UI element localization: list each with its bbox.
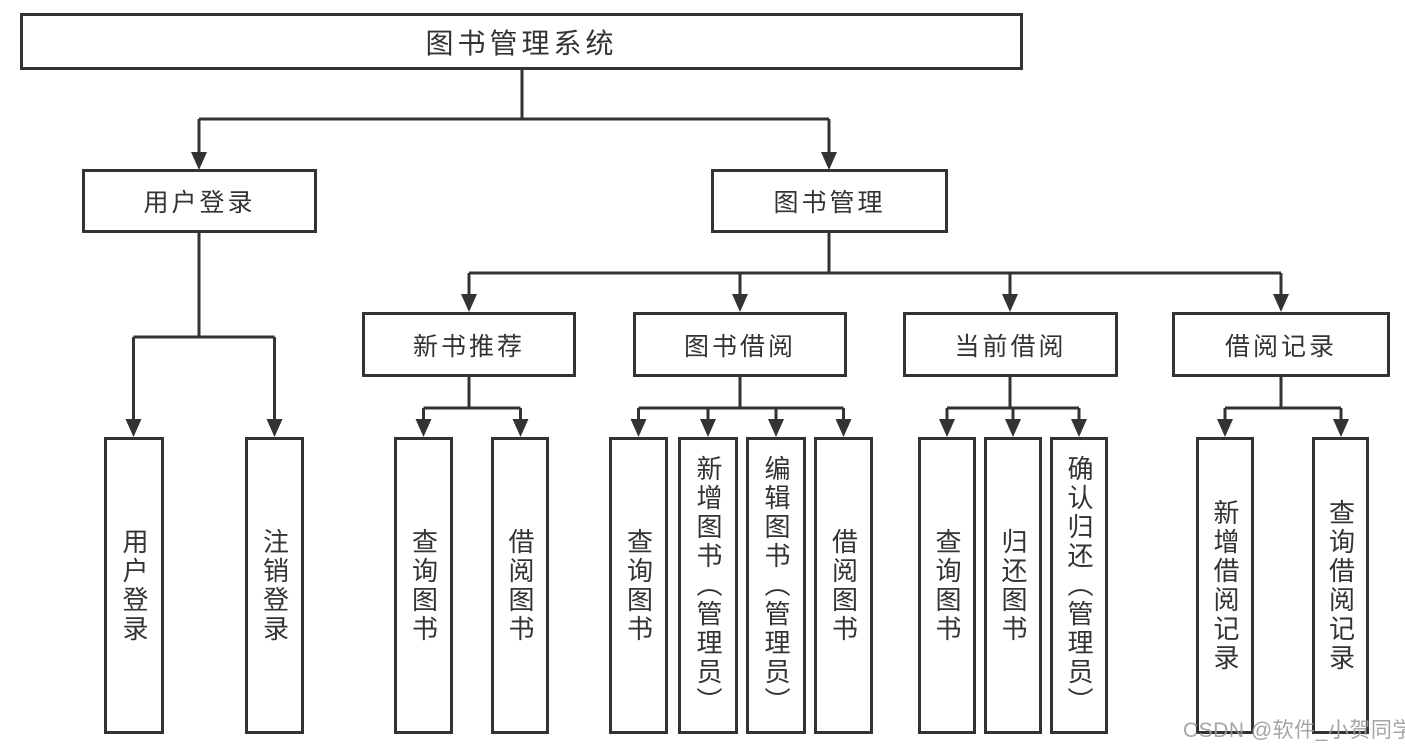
node-current-borrowing: 当前借阅	[903, 312, 1118, 377]
node-label: 查询图书	[623, 527, 654, 644]
node-label: 图书借阅	[683, 332, 796, 361]
leaf-add-books-admin: 新增图书（管理员）	[678, 437, 738, 734]
node-label: 图书管理	[773, 189, 886, 217]
leaf-user-login: 用户登录	[104, 437, 164, 734]
arrow-heads	[125, 152, 1349, 437]
node-label: 用户登录	[143, 189, 256, 217]
node-label: 当前借阅	[954, 332, 1067, 361]
node-book-management: 图书管理	[711, 169, 948, 233]
csdn-watermark: CSDN @软件_小贺同学	[1183, 719, 1405, 742]
tree-edges	[132, 70, 1343, 423]
node-label: 查询借阅记录	[1325, 498, 1356, 673]
node-label: 用户登录	[119, 527, 149, 644]
leaf-query-borrow-record: 查询借阅记录	[1312, 437, 1369, 734]
leaf-query-books-borrowing: 查询图书	[609, 437, 668, 734]
node-label: 新增图书（管理员）	[693, 455, 723, 716]
leaf-query-books-current: 查询图书	[918, 437, 976, 734]
leaf-borrow-books-borrowing: 借阅图书	[814, 437, 873, 734]
node-label: 借阅图书	[828, 527, 859, 644]
node-label: 借阅记录	[1224, 332, 1337, 361]
leaf-edit-books-admin: 编辑图书（管理员）	[746, 437, 806, 734]
leaf-confirm-return-admin: 确认归还（管理员）	[1050, 437, 1108, 734]
node-book-management-system: 图书管理系统	[20, 13, 1023, 70]
node-label: 注销登录	[259, 527, 290, 644]
node-label: 图书管理系统	[425, 27, 618, 59]
node-label: 归还图书	[998, 527, 1028, 644]
leaf-return-books: 归还图书	[984, 437, 1042, 734]
node-label: 查询图书	[408, 527, 439, 644]
node-label: 编辑图书（管理员）	[761, 455, 791, 716]
leaf-add-borrow-record: 新增借阅记录	[1196, 437, 1254, 734]
node-label: 借阅图书	[505, 527, 535, 644]
leaf-borrow-books-recommend: 借阅图书	[491, 437, 549, 734]
node-label: 新书推荐	[412, 332, 525, 361]
node-new-book-recommend: 新书推荐	[362, 312, 576, 377]
node-label: 确认归还（管理员）	[1064, 455, 1094, 716]
node-book-borrowing: 图书借阅	[633, 312, 847, 377]
leaf-logout: 注销登录	[245, 437, 304, 734]
node-label: 查询图书	[932, 527, 962, 644]
node-borrowing-records: 借阅记录	[1172, 312, 1390, 377]
node-user-login: 用户登录	[82, 169, 317, 233]
node-label: 新增借阅记录	[1210, 498, 1240, 673]
leaf-query-books-recommend: 查询图书	[394, 437, 453, 734]
